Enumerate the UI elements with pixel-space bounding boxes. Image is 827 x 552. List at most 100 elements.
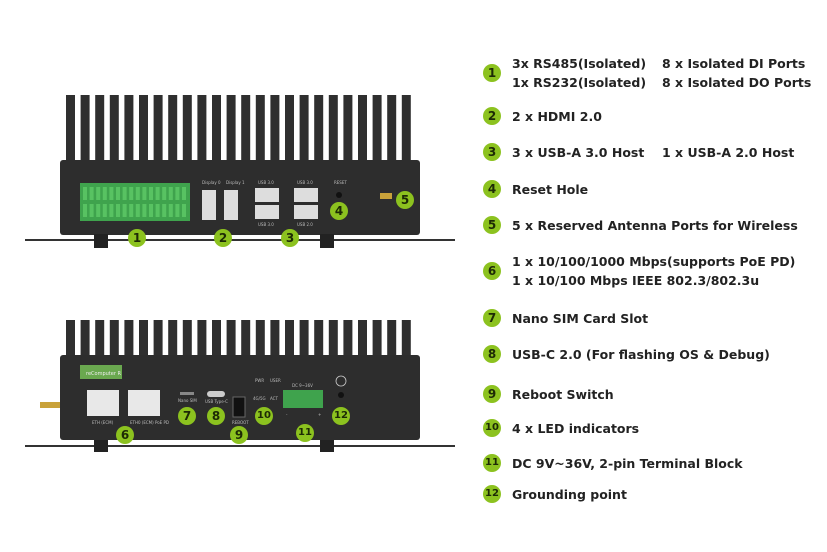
terminal-pin	[96, 187, 101, 200]
legend-number-badge: 1	[483, 64, 501, 82]
terminal-pin	[135, 204, 140, 217]
svg-text:ACT: ACT	[270, 396, 278, 401]
heatsink-fin	[212, 95, 221, 162]
callout-badge: 6	[116, 426, 134, 444]
heatsink-fin	[95, 320, 105, 357]
svg-text:DC 9~36V: DC 9~36V	[292, 383, 313, 388]
heatsink-fin	[153, 320, 163, 357]
antenna-port	[380, 193, 392, 199]
svg-text:USER: USER	[270, 378, 281, 383]
antenna-port	[40, 402, 60, 408]
legend-number-badge: 2	[483, 107, 501, 125]
heatsink-fin	[109, 320, 119, 357]
callout-badge: 2	[214, 229, 232, 247]
terminal-pin	[149, 187, 153, 200]
svg-text:-: -	[286, 412, 288, 417]
callout-badge: 1	[128, 229, 146, 247]
svg-text:+: +	[318, 412, 321, 417]
usb-c-port	[207, 391, 225, 397]
svg-text:ETH (ECM): ETH (ECM)	[92, 420, 114, 425]
legend-number-badge: 6	[483, 262, 501, 280]
heatsink-fins-front	[66, 95, 411, 162]
svg-text:USB 3.0: USB 3.0	[258, 180, 274, 185]
legend-text: Nano SIM Card Slot	[512, 310, 649, 326]
terminal-pin	[96, 204, 101, 217]
heatsink-fin	[401, 320, 411, 357]
legend-number-badge: 4	[483, 180, 501, 198]
heatsink-fin	[372, 320, 382, 357]
legend-number-badge: 12	[483, 485, 501, 503]
svg-text:USB 3.0: USB 3.0	[258, 222, 274, 227]
usb-port	[294, 205, 318, 219]
heatsink-fin	[80, 95, 90, 162]
legend-number-badge: 8	[483, 345, 501, 363]
heatsink-fin	[387, 95, 397, 162]
heatsink-fin	[109, 95, 119, 162]
usb-port	[255, 205, 279, 219]
terminal-pin	[142, 187, 147, 200]
usb-port	[255, 188, 279, 202]
grounding-point	[338, 392, 344, 398]
dc-terminal-block	[283, 390, 323, 408]
terminal-pin	[109, 187, 114, 200]
terminal-pin	[83, 204, 87, 217]
heatsink-fin	[197, 95, 207, 162]
terminal-pin	[149, 204, 153, 217]
terminal-pin	[102, 187, 107, 200]
legend-number-badge: 11	[483, 454, 501, 472]
terminal-pin	[102, 204, 107, 217]
callout-badge: 9	[230, 426, 248, 444]
heatsink-fin	[285, 95, 294, 162]
legend-text: 5 x Reserved Antenna Ports for Wireless	[512, 217, 798, 233]
legend-text: 3x RS485(Isolated)	[512, 56, 647, 71]
callout-badge: 11	[296, 424, 314, 442]
heatsink-fin	[197, 320, 207, 357]
reset-hole	[336, 192, 342, 198]
heatsink-fin	[372, 95, 382, 162]
legend-text: Reset Hole	[512, 181, 589, 197]
heatsink-fin	[328, 320, 338, 357]
nano-sim-slot	[180, 392, 194, 395]
terminal-pin	[175, 187, 180, 200]
legend-text: 3 x USB-A 3.0 Host	[512, 144, 645, 160]
callout-badge: 3	[281, 229, 299, 247]
heatsink-fin	[226, 320, 236, 357]
terminal-pin	[182, 187, 186, 200]
svg-text:REBOOT: REBOOT	[232, 420, 249, 425]
svg-text:4G/5G: 4G/5G	[253, 396, 266, 401]
svg-text:Display 0: Display 0	[202, 180, 221, 185]
terminal-pin	[168, 187, 173, 200]
heatsink-fin	[241, 95, 251, 162]
heatsink-fin	[387, 320, 397, 357]
legend-text: 8 x Isolated DI Ports	[662, 56, 806, 71]
heatsink-fin	[153, 95, 163, 162]
svg-text:USB 3.0: USB 3.0	[297, 180, 313, 185]
heatsink-fin	[270, 95, 280, 162]
terminal-pin	[162, 187, 167, 200]
heatsink-fin	[226, 95, 236, 162]
terminal-pin	[162, 204, 167, 217]
legend-number-badge: 9	[483, 385, 501, 403]
callout-badge: 8	[207, 407, 225, 425]
hdmi-port-0	[202, 190, 216, 220]
terminal-pin	[89, 204, 94, 217]
heatsink-fin	[343, 95, 353, 162]
svg-text:USB Type-C: USB Type-C	[205, 399, 228, 404]
heatsink-fin	[139, 320, 148, 357]
legend-text: Reboot Switch	[512, 386, 614, 402]
terminal-pin	[155, 204, 160, 217]
legend-item: 7 Nano SIM Card Slot	[483, 309, 648, 327]
svg-text:RESET: RESET	[334, 180, 347, 185]
heatsink-fin	[314, 320, 324, 357]
heatsink-fin	[66, 95, 75, 162]
terminal-pin	[116, 204, 120, 217]
heatsink-fin	[328, 95, 338, 162]
callout-badge: 7	[178, 407, 196, 425]
legend-number-badge: 7	[483, 309, 501, 327]
heatsink-fin	[168, 320, 178, 357]
